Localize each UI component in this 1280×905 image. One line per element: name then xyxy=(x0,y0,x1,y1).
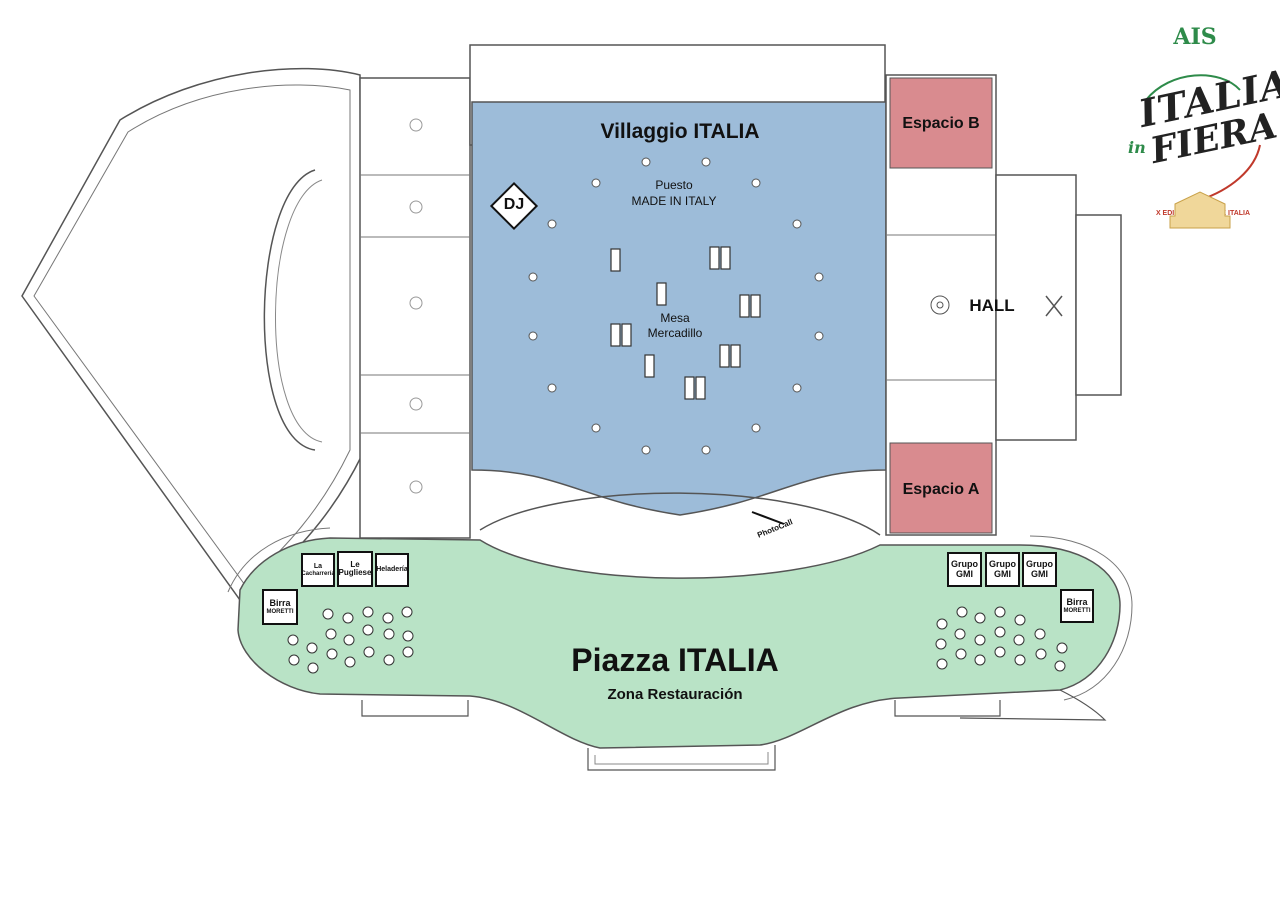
left-wing-outline xyxy=(21,67,363,602)
photocall-arc xyxy=(479,492,881,536)
stall-grupo-gmi-3: Grupo GMI xyxy=(1022,552,1057,587)
stall-grupo-gmi-2: Grupo GMI xyxy=(985,552,1020,587)
espacio-a-area xyxy=(889,442,993,534)
building-icon xyxy=(1169,191,1231,229)
piazza-subtitle: Zona Restauración xyxy=(607,686,743,703)
espacio-b-area xyxy=(889,77,993,169)
hall-label: HALL xyxy=(969,296,1015,315)
ramp-right xyxy=(959,689,1107,721)
piazza-steps-bottom xyxy=(587,745,776,771)
tables-left xyxy=(287,606,414,674)
stall-birra-moretti-left: Birra MORETTI xyxy=(262,589,298,625)
villaggio-title: Villaggio ITALIA xyxy=(600,120,760,143)
stall-le-pugliese: Le Pugliese xyxy=(337,551,373,587)
villaggio-area xyxy=(471,101,887,516)
piazza-title: Piazza ITALIA xyxy=(571,642,779,678)
left-bay xyxy=(263,169,316,451)
dj-booth xyxy=(489,181,539,231)
hall-area xyxy=(995,174,1077,441)
ais-logo: AIS xyxy=(1173,24,1217,50)
italia-in-fiera-logo: AIS ITALIA in FIERA X EDICIÓN FERIA DE I… xyxy=(1128,20,1280,240)
mesa-label: Mesa xyxy=(660,311,690,325)
logo-word-in: in xyxy=(1128,138,1146,157)
mercadillo-label: Mercadillo xyxy=(647,326,703,340)
hall-extension xyxy=(1075,214,1122,396)
piazza-steps-right xyxy=(894,700,1001,717)
stall-heladeria: Heladería xyxy=(375,553,409,587)
made-in-italy-label: MADE IN ITALY xyxy=(631,194,717,208)
puesto-label: Puesto xyxy=(655,178,693,192)
left-bay-inner xyxy=(275,179,323,443)
stall-grupo-gmi-1: Grupo GMI xyxy=(947,552,982,587)
stall-la-cacharreria: La Cacharrería xyxy=(301,553,335,587)
dj-label: DJ xyxy=(503,196,525,213)
tables-right xyxy=(935,606,1068,672)
stall-birra-moretti-right: Birra MORETTI xyxy=(1060,589,1094,623)
photocall-bar xyxy=(751,511,785,525)
mercadillo-tables xyxy=(610,246,761,400)
left-rooms-block xyxy=(359,77,471,539)
piazza-outer xyxy=(227,527,1133,701)
piazza-area xyxy=(237,537,1121,749)
piazza-steps-left xyxy=(361,700,469,717)
espacio-a-label: Espacio A xyxy=(902,481,980,498)
espacio-b-label: Espacio B xyxy=(902,115,980,132)
villaggio-columns xyxy=(528,157,824,455)
